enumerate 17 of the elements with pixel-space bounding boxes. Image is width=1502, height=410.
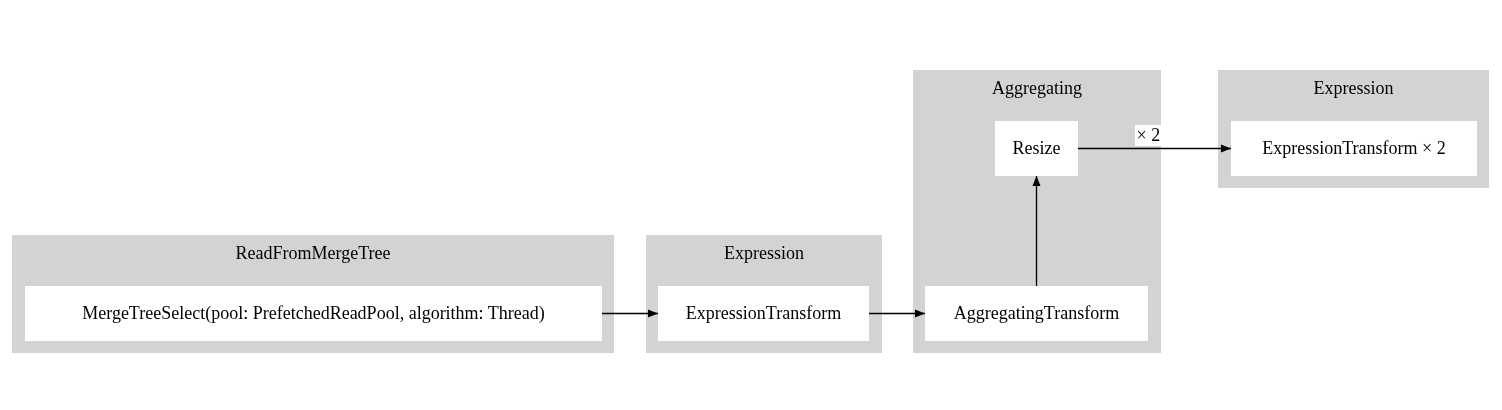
group-title: Expression	[1313, 78, 1394, 99]
arrow	[1032, 175, 1041, 287]
arrow	[1077, 144, 1232, 153]
group-title: Aggregating	[992, 78, 1082, 99]
process-box: ExpressionTransform	[658, 286, 869, 341]
group-panel	[1218, 70, 1489, 188]
group-panel	[913, 70, 1161, 353]
group-panel	[646, 235, 882, 353]
arrow	[601, 309, 659, 318]
process-box: Resize	[995, 121, 1078, 176]
group-title: ReadFromMergeTree	[235, 243, 391, 264]
process-box: MergeTreeSelect(pool: PrefetchedReadPool, algorithm: Thread)	[25, 286, 602, 341]
arrow	[868, 309, 926, 318]
process-box: AggregatingTransform	[925, 286, 1148, 341]
group-title: Expression	[724, 243, 804, 264]
process-box: ExpressionTransform × 2	[1231, 121, 1477, 176]
group-panel	[12, 235, 614, 353]
